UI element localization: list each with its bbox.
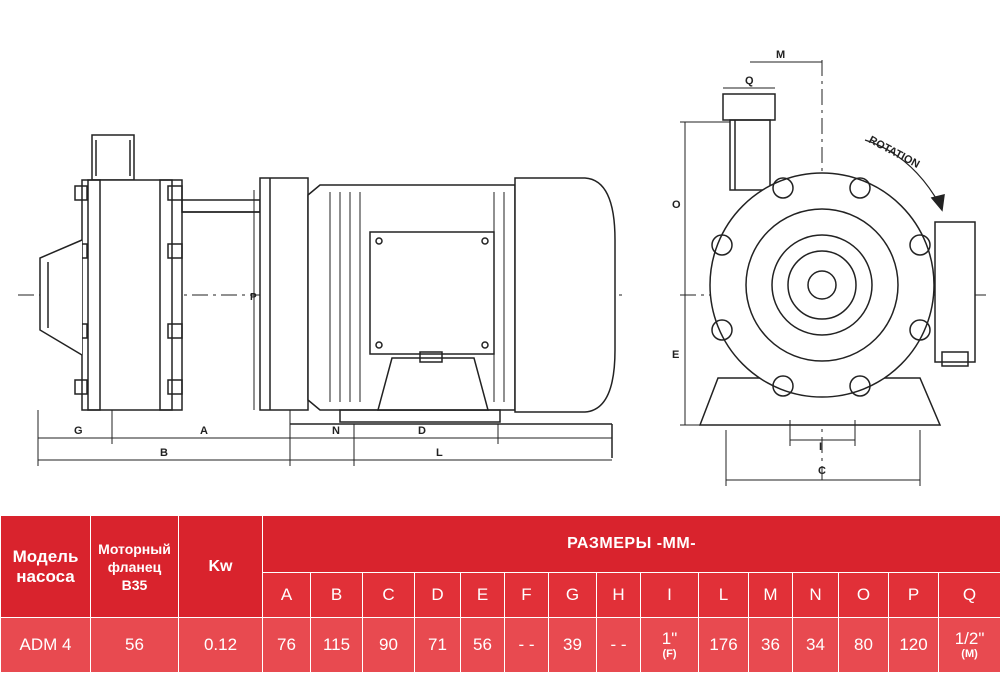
dim-label-p: P	[250, 292, 257, 303]
header-dimensions: РАЗМЕРЫ -ММ-	[263, 516, 1000, 573]
col-q: Q	[939, 573, 1000, 618]
table-row: ADM 4 56 0.12 76 115 90 71 56 - - 39 - -…	[1, 618, 1000, 673]
col-a: A	[263, 573, 311, 618]
header-kw: Kw	[179, 516, 263, 618]
dim-label-e: E	[672, 349, 679, 361]
dim-label-c: C	[818, 465, 826, 477]
cell-c: 90	[363, 618, 415, 673]
cell-a: 76	[263, 618, 311, 673]
col-l: L	[699, 573, 749, 618]
dim-label-o: O	[672, 199, 681, 211]
col-d: D	[415, 573, 461, 618]
cell-model: ADM 4	[1, 618, 91, 673]
dimensions-table: Модель насоса Моторный фланец B35 Kw РАЗ…	[0, 515, 1000, 673]
cell-i: 1" (F)	[641, 618, 699, 673]
rotation-label: ROTATION	[867, 134, 922, 171]
dim-label-g: G	[74, 425, 83, 437]
cell-m: 36	[749, 618, 793, 673]
col-p: P	[889, 573, 939, 618]
cell-g: 39	[549, 618, 597, 673]
col-b: B	[311, 573, 363, 618]
cell-b: 115	[311, 618, 363, 673]
cell-e: 56	[461, 618, 505, 673]
col-h: H	[597, 573, 641, 618]
col-i: I	[641, 573, 699, 618]
dim-label-b: B	[160, 447, 168, 459]
dim-label-q: Q	[745, 75, 754, 87]
col-c: C	[363, 573, 415, 618]
dim-label-d: D	[418, 425, 426, 437]
cell-d: 71	[415, 618, 461, 673]
pump-technical-drawing: G A B N D L P	[0, 0, 1000, 515]
header-model: Модель насоса	[1, 516, 91, 618]
cell-n: 34	[793, 618, 839, 673]
header-flange: Моторный фланец B35	[91, 516, 179, 618]
cell-o: 80	[839, 618, 889, 673]
cell-h: - -	[597, 618, 641, 673]
col-e: E	[461, 573, 505, 618]
col-o: O	[839, 573, 889, 618]
cell-flange: 56	[91, 618, 179, 673]
cell-f: - -	[505, 618, 549, 673]
cell-p: 120	[889, 618, 939, 673]
dim-label-a: A	[200, 425, 208, 437]
cell-l: 176	[699, 618, 749, 673]
cell-kw: 0.12	[179, 618, 263, 673]
col-m: M	[749, 573, 793, 618]
col-n: N	[793, 573, 839, 618]
dim-label-l: L	[436, 447, 443, 459]
dim-label-n: N	[332, 425, 340, 437]
dim-label-m: M	[776, 49, 785, 61]
dim-label-i: I	[819, 441, 822, 453]
col-f: F	[505, 573, 549, 618]
col-g: G	[549, 573, 597, 618]
cell-q: 1/2" (M)	[939, 618, 1000, 673]
